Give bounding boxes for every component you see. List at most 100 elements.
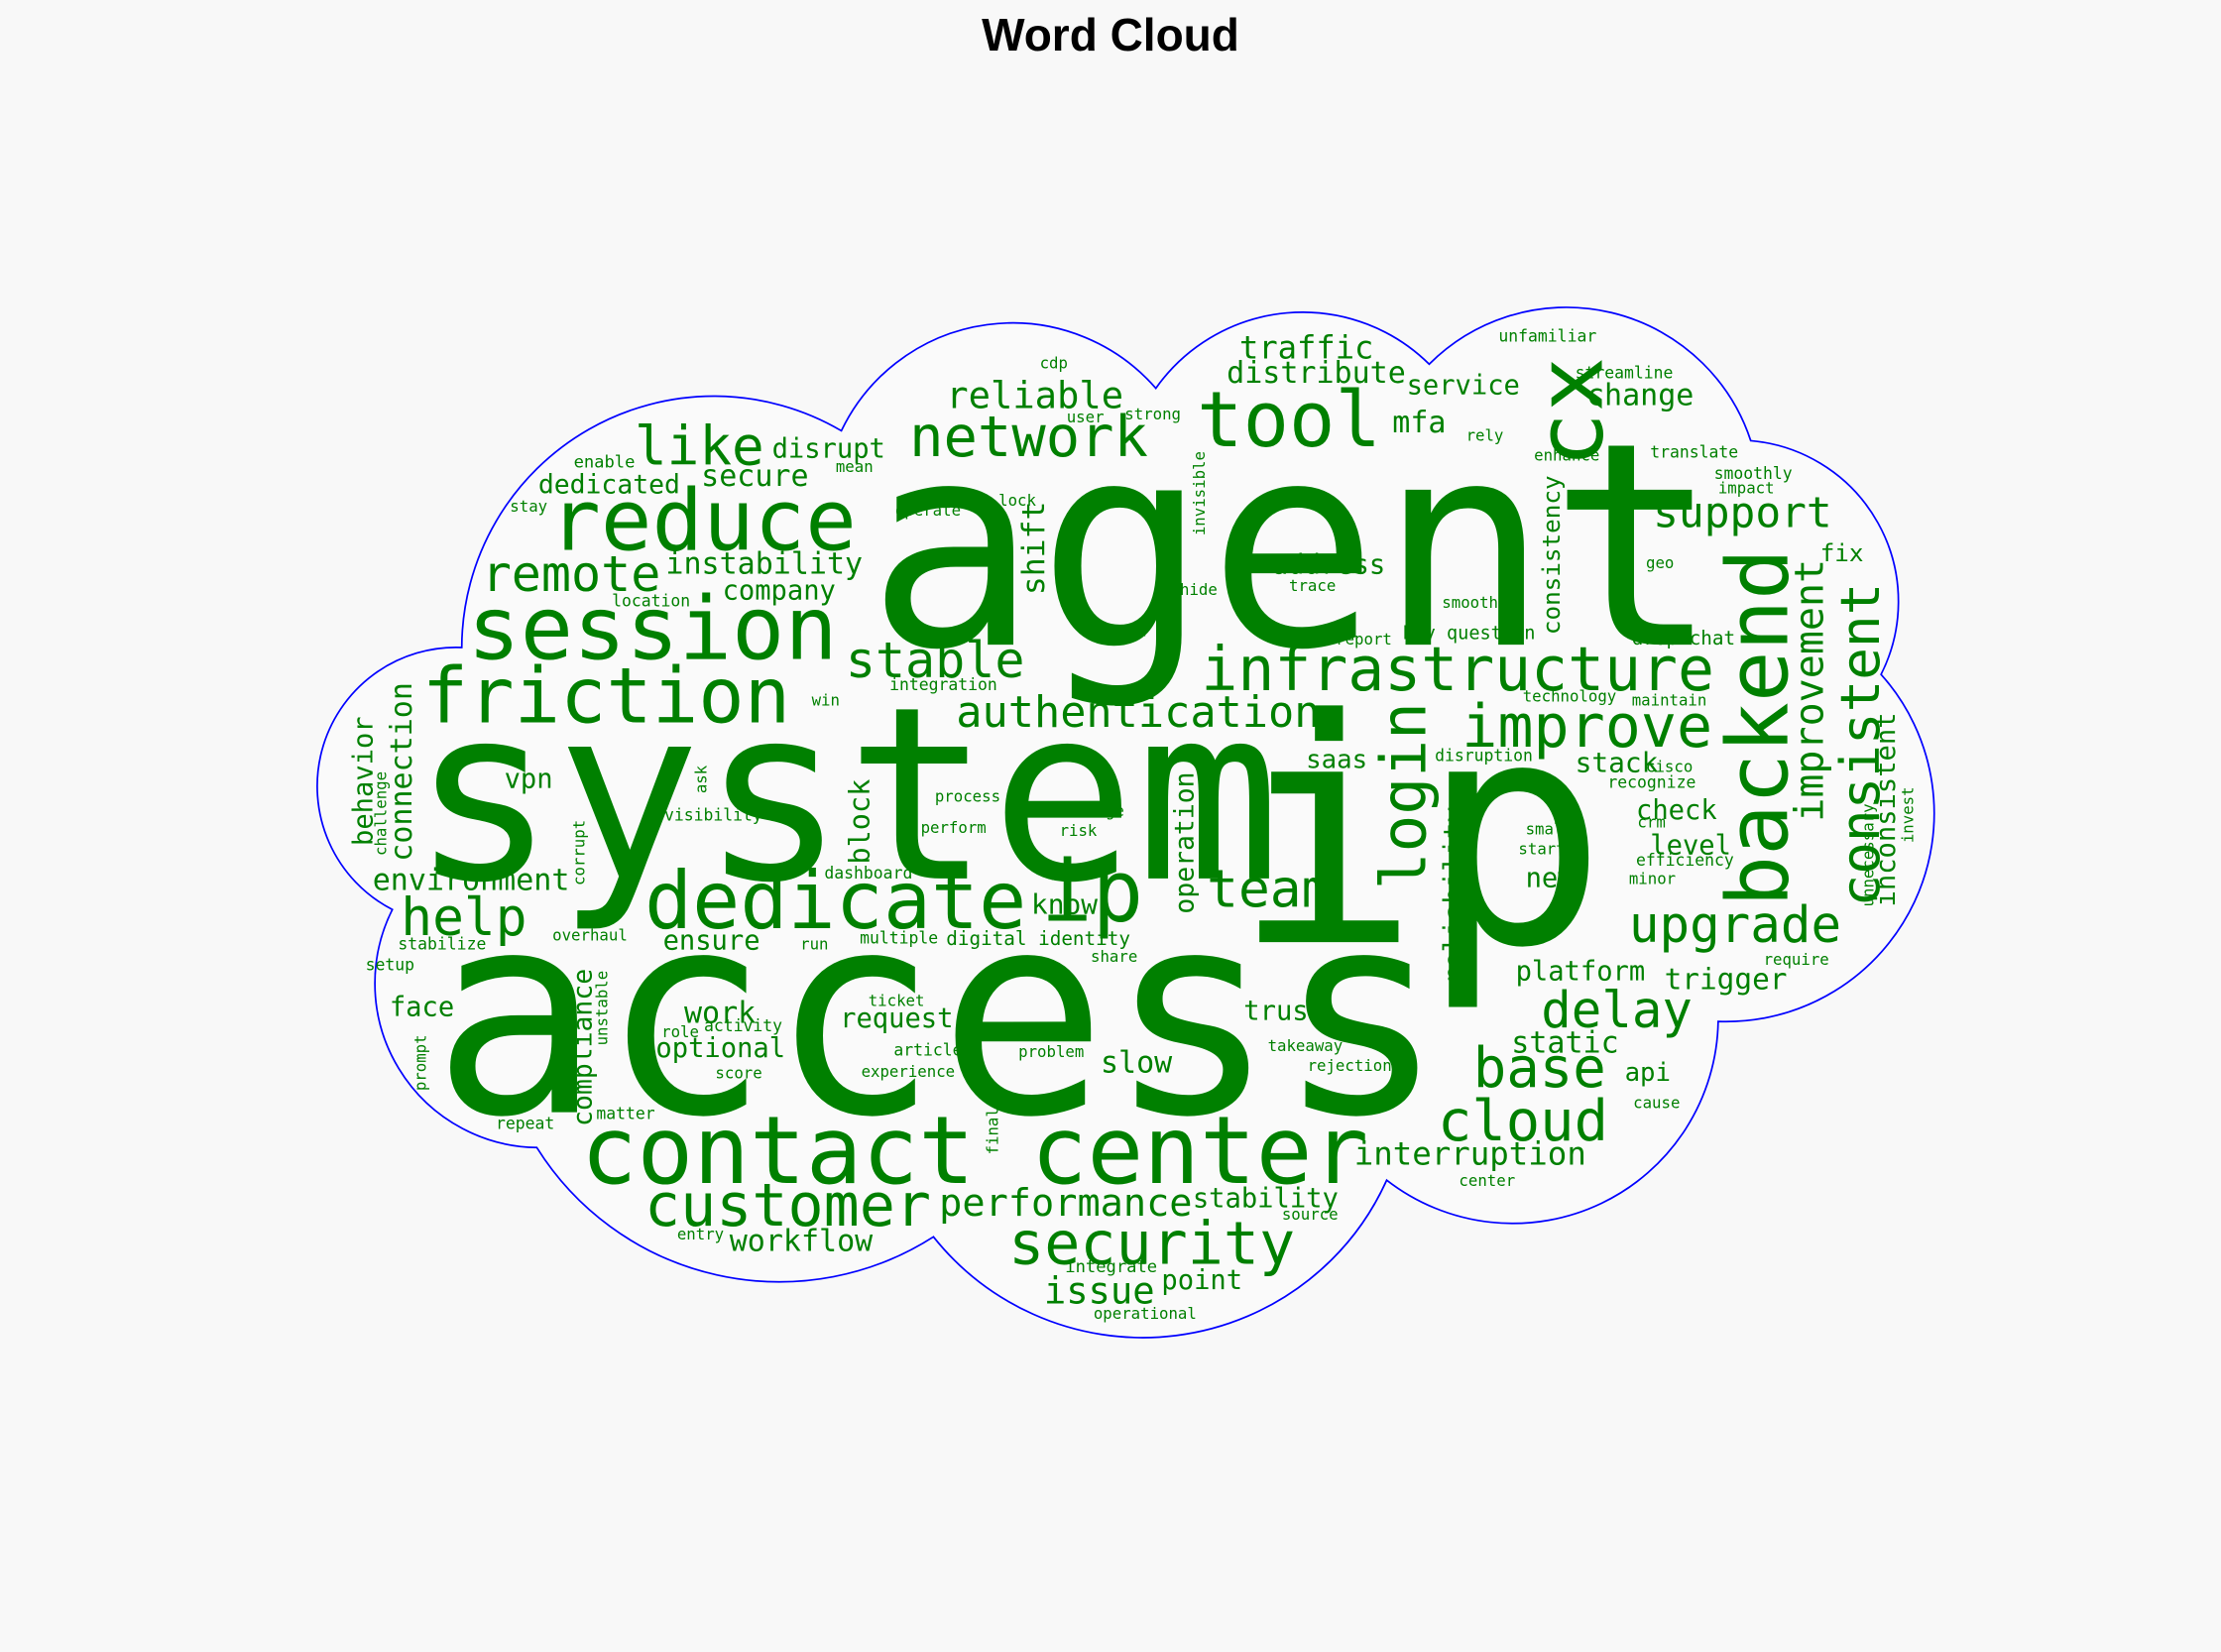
word-drop-chat: drop chat (1632, 627, 1735, 649)
word-report: report (1336, 630, 1392, 649)
word-consistency: consistency (1537, 475, 1566, 635)
word-invisible: invisible (1190, 451, 1209, 535)
word-streamline: streamline (1576, 364, 1674, 383)
word-corrupt: corrupt (569, 820, 588, 885)
word-behavior: behavior (348, 716, 379, 846)
word-takeaway: takeaway (1268, 1036, 1344, 1055)
word-invest: invest (1898, 786, 1917, 843)
word-center: center (1459, 1171, 1515, 1190)
word-system: system (410, 656, 1280, 936)
word-session: session (467, 577, 837, 679)
word-stabilize: stabilize (398, 934, 486, 953)
word-role: role (661, 1022, 699, 1041)
word-reliability: reliability (1439, 806, 1469, 985)
word-customer: customer (644, 1171, 931, 1240)
word-perform: perform (921, 818, 987, 837)
word-stability: stability (1193, 1183, 1339, 1214)
word-performance: performance (939, 1181, 1192, 1226)
word-operational: operational (1094, 1304, 1197, 1323)
word-strong: strong (1124, 405, 1181, 423)
word-team: team (1207, 859, 1333, 919)
word-like: like (635, 415, 764, 478)
word-smooth: smooth (1442, 593, 1498, 612)
word-backend: backend (1709, 548, 1809, 906)
word-experience: experience (862, 1062, 956, 1081)
word-key-question: key question (1402, 623, 1535, 644)
word-help: help (401, 887, 526, 948)
word-cause: cause (1633, 1093, 1680, 1112)
word-support: support (1653, 489, 1832, 538)
word-unnecessary: unnecessary (1858, 803, 1877, 906)
word-visibility: visibility (664, 805, 762, 824)
word-final: final (984, 1108, 1002, 1154)
word-ticket: ticket (869, 991, 925, 1009)
word-source: source (1282, 1205, 1339, 1224)
word-cdp: cdp (1040, 354, 1068, 373)
word-lock: lock (998, 491, 1036, 510)
word-api: api (1625, 1058, 1671, 1088)
word-win: win (812, 691, 840, 710)
word-delay: delay (1541, 981, 1693, 1039)
word-crm: crm (1637, 812, 1665, 831)
word-face: face (390, 992, 454, 1022)
word-level: level (1650, 831, 1731, 862)
word-saas: saas (1306, 745, 1367, 774)
word-trace: trace (1289, 576, 1336, 595)
word-technology: technology (1523, 686, 1617, 705)
word-cx: cx (1516, 357, 1623, 468)
word-dedicate: dedicate (644, 855, 1026, 947)
word-prompt: prompt (410, 1034, 429, 1091)
word-integration: integration (889, 675, 997, 694)
word-company: company (723, 575, 836, 606)
word-security: security (1008, 1209, 1295, 1278)
word-translate: translate (1650, 443, 1738, 462)
word-stable: stable (846, 632, 1025, 689)
word-block: block (843, 779, 877, 865)
word-traffic: traffic (1239, 329, 1373, 367)
word-user: user (1067, 408, 1105, 426)
word-activity: activity (704, 1016, 782, 1035)
word-point: point (1161, 1265, 1242, 1296)
word-start: start (1518, 840, 1565, 859)
word-login: login (1368, 702, 1441, 889)
word-geo: geo (1646, 553, 1674, 572)
chart-title: Word Cloud (982, 9, 1239, 60)
word-rely: rely (1466, 425, 1504, 444)
word-issue: issue (1044, 1269, 1155, 1312)
word-unstable: unstable (592, 971, 611, 1046)
word-request: request (840, 1003, 953, 1034)
word-interruption: interruption (1354, 1134, 1586, 1172)
word-inconsistent: inconsistent (1871, 712, 1902, 906)
word-problem: problem (1018, 1042, 1084, 1061)
word-recognize: recognize (1607, 772, 1695, 791)
word-smoothly: smoothly (1714, 464, 1793, 483)
word-cisco: cisco (1646, 758, 1693, 776)
word-minor: minor (1629, 870, 1676, 888)
word-ask: ask (691, 765, 710, 793)
word-secure: secure (701, 459, 808, 494)
word-unfamiliar: unfamiliar (1498, 326, 1596, 345)
word-stay: stay (510, 497, 547, 516)
word-know: know (1031, 888, 1098, 921)
word-new: new (1526, 863, 1576, 893)
word-trust: trust (1243, 997, 1325, 1027)
word-work: work (684, 997, 756, 1031)
word-disruption: disruption (1435, 746, 1533, 765)
word-environment: environment (373, 863, 570, 897)
word-stack: stack (1576, 747, 1659, 779)
word-friction: friction (422, 652, 790, 742)
word-connection: connection (385, 682, 419, 862)
word-run: run (800, 934, 828, 953)
word-score: score (715, 1063, 761, 1082)
word-impact: impact (1718, 478, 1775, 497)
word-overhaul: overhaul (552, 926, 628, 945)
word-enable: enable (574, 453, 636, 473)
word-operate: operate (895, 501, 961, 520)
word-intact: intact (1091, 622, 1147, 641)
word-cloud: cloud (1438, 1089, 1608, 1154)
word-agent: agent (867, 383, 1719, 712)
word-multiple: multiple (860, 929, 938, 948)
word-upgrade: upgrade (1629, 895, 1841, 954)
